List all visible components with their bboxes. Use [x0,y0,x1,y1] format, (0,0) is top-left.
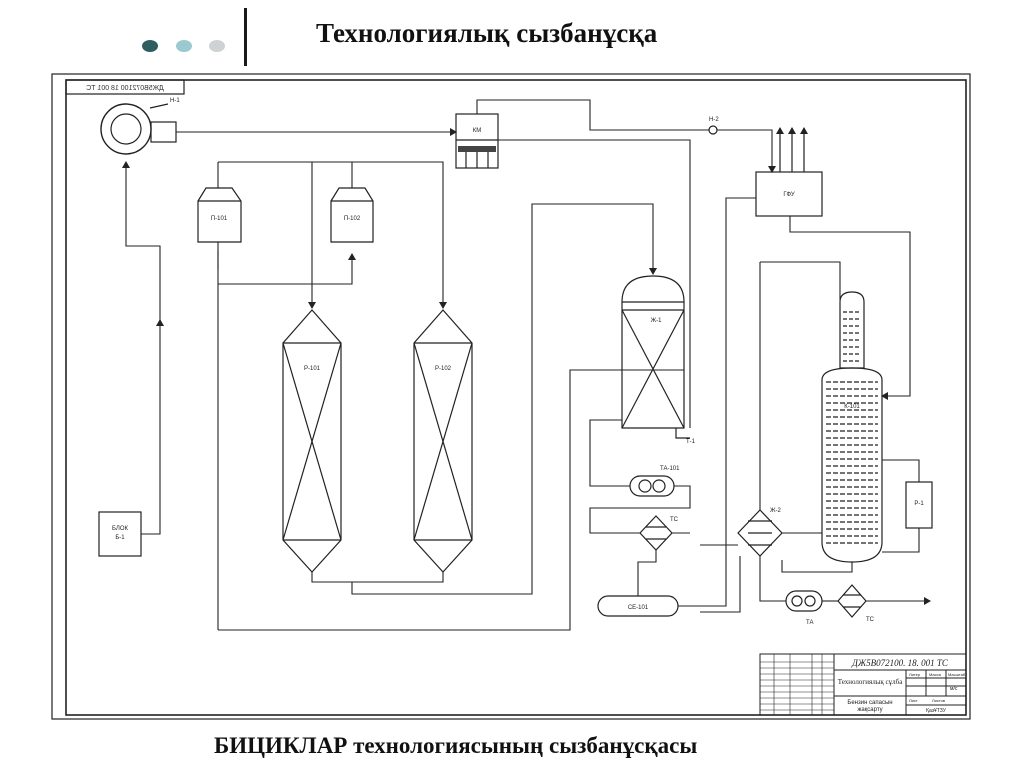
title-block-scale-val: м/с [950,686,958,692]
vessel-j1: Ж-1 Т-1 [621,275,696,445]
label-block-1: БЛОК [112,526,129,532]
pump-h2: Н-2 [708,117,719,135]
hopper-p101: П-101 [197,187,242,243]
page-title: Технологиялық сызбанұсқа [316,18,658,48]
figure-caption: БИЦИКЛАР технологиясының сызбанұсқасы [214,733,698,758]
label-r101: Р-101 [304,366,321,372]
title-block-sheet: Лист [909,698,918,703]
label-tc2: ТС [866,617,875,623]
hx-tc-2: ТС [837,584,875,623]
header-dot-3 [209,40,225,52]
header-divider [244,8,247,66]
column-trays [826,311,878,544]
label-gfu: ГФУ [783,192,795,198]
title-block-sub1: Бензин сапасын [847,700,892,706]
hx-j2: Ж-2 [737,508,783,557]
title-block: ДЖ5В072100. 18. 001 ТС Технологиялық сұл… [759,653,967,716]
header-dot-2 [176,40,192,52]
code-stamp [65,79,185,95]
pipelines [122,99,931,631]
title-block-name: Технологиялық сұлба [838,678,904,686]
reactor-r102: Р-102 [413,309,473,573]
title-block-mass: Масса [929,672,942,677]
unit-gfu: ГФУ [755,127,823,217]
column-k101: К-101 [821,291,883,563]
inner-frame [65,79,967,716]
label-block-2: Б-1 [115,535,125,541]
header-dot-1 [142,40,158,52]
hopper-p102: П-102 [330,187,374,243]
reboiler-p1: Р-1 [905,481,933,529]
title-block-lit: Литер [909,672,921,677]
label-j2: Ж-2 [770,508,782,514]
label-p1: Р-1 [914,501,924,507]
reactor-r101: Р-101 [282,309,342,573]
label-t1: Т-1 [686,439,696,445]
cooler-ta101: ТА-101 [629,466,680,497]
cooler-ta: ТА [785,590,823,626]
label-km: КМ [473,128,482,134]
label-h2: Н-2 [709,117,719,123]
label-r102: Р-102 [435,366,452,372]
outer-frame [51,73,971,720]
label-p102: П-102 [344,216,361,222]
block-b1: БЛОК Б-1 [98,511,142,557]
label-p101: П-101 [211,216,228,222]
label-j1: Ж-1 [651,318,663,324]
separator-ce101: СЕ-101 [597,595,679,617]
label-ta: ТА [806,620,813,626]
title-block-scale: Масштаб [948,672,966,677]
title-block-sheets: Листов [932,698,945,703]
label-ta101: ТА-101 [660,466,680,472]
label-tc1: ТС [670,517,679,523]
label-h1: Н-1 [170,98,180,104]
title-block-org: ҚазҰТЗУ [926,708,947,714]
pump-h1: Н-1 [100,98,180,155]
title-block-sub2: жақсарту [857,707,882,713]
label-k101: К-101 [844,404,860,410]
code-stamp-text: ДЖ5В072100 18 001 ТС [86,85,164,92]
label-ce101: СЕ-101 [628,605,649,611]
compressor-km: КМ [455,113,499,169]
title-block-code: ДЖ5В072100. 18. 001 ТС [851,658,949,668]
